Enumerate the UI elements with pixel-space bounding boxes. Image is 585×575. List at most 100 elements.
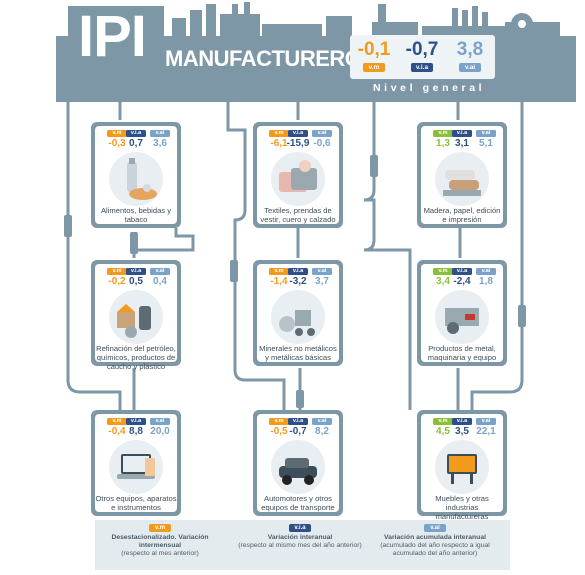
sector-label: Madera, papel, edición e impresión [423, 206, 501, 224]
vm-value: -0,4 [108, 426, 126, 437]
legend-title-via: Variación interanual [267, 534, 333, 541]
legend-item-vai: v.ai Variación acumulada interanual (acu… [370, 524, 500, 558]
general-vm-badge: v.m [363, 63, 385, 72]
sector-label: Productos de metal, maquinaria y equipo [427, 344, 497, 362]
general-vai-value: 3,8 [456, 39, 484, 60]
furniture-icon [435, 440, 489, 494]
vai-value: 3,7 [315, 276, 329, 287]
legend-title-vai: Variación acumulada interanual [384, 534, 486, 541]
vm-value: -0,3 [108, 138, 126, 149]
sector-label: Textiles, prendas de vestir, cuero y cal… [260, 206, 336, 224]
vm-value: 4,5 [436, 426, 450, 437]
vai-value: 5,1 [479, 138, 493, 149]
vai-value: 3,6 [153, 138, 167, 149]
via-value: -0,7 [289, 426, 307, 437]
laptop-icon [109, 440, 163, 494]
sector-label: Muebles y otras industrias manufacturera… [435, 494, 489, 521]
machinery-icon [435, 290, 489, 344]
vm-badge: v.m [433, 130, 453, 137]
car-icon [271, 440, 325, 494]
vai-badge: v.ai [312, 268, 332, 275]
via-value: 3,1 [455, 138, 469, 149]
legend-item-via: v.i.a Variación interanual (respecto al … [235, 524, 365, 550]
legend-title-vm: Desestacionalizado. Variación intermensu… [111, 534, 209, 549]
general-level-label: Nivel general [373, 82, 486, 94]
via-badge: v.i.a [288, 418, 308, 425]
legend-desc-via: (respecto al mismo mes del año anterior) [238, 542, 362, 549]
vai-value: 0,4 [153, 276, 167, 287]
vm-value: -0,5 [270, 426, 288, 437]
legend-badge-vm: v.m [149, 524, 171, 532]
via-badge: v.i.a [126, 418, 146, 425]
textile-icon [271, 152, 325, 206]
vai-badge: v.ai [150, 130, 170, 137]
via-value: -2,4 [453, 276, 471, 287]
legend-item-vm: v.m Desestacionalizado. Variación interm… [95, 524, 225, 558]
legend-desc-vai: (acumulado del año respecto a igual acum… [380, 542, 490, 557]
via-value: -15,9 [286, 138, 310, 149]
vai-badge: v.ai [476, 130, 496, 137]
vm-badge: v.m [433, 268, 453, 275]
general-via-badge: v.i.a [411, 63, 433, 72]
vai-value: 1,8 [479, 276, 493, 287]
via-badge: v.i.a [126, 130, 146, 137]
legend-desc-vm: (respecto al mes anterior) [121, 550, 199, 557]
vai-badge: v.ai [312, 418, 332, 425]
vai-value: 8,2 [315, 426, 329, 437]
via-value: -3,2 [289, 276, 307, 287]
vm-badge: v.m [107, 130, 127, 137]
sector-label: Minerales no metálicos y metálicas básic… [259, 344, 337, 362]
vai-badge: v.ai [150, 268, 170, 275]
vm-badge: v.m [269, 418, 289, 425]
via-badge: v.i.a [288, 268, 308, 275]
vm-value: -0,2 [108, 276, 126, 287]
vai-badge: v.ai [150, 418, 170, 425]
vai-value: -0,6 [313, 138, 331, 149]
via-badge: v.i.a [452, 418, 472, 425]
sector-label: Refinación del petróleo, químicos, produ… [96, 344, 176, 371]
vm-badge: v.m [107, 418, 127, 425]
general-vai-badge: v.ai [459, 63, 481, 72]
paper-icon [435, 152, 489, 206]
via-badge: v.i.a [126, 268, 146, 275]
via-badge: v.i.a [452, 268, 472, 275]
via-value: 8,8 [129, 426, 143, 437]
via-value: 0,5 [129, 276, 143, 287]
vm-value: -6,1 [270, 138, 288, 149]
vai-badge: v.ai [476, 418, 496, 425]
vm-value: 1,3 [436, 138, 450, 149]
vai-value: 20,0 [150, 426, 170, 437]
food-icon [109, 152, 163, 206]
page-title: IPI [78, 4, 147, 69]
vm-badge: v.m [107, 268, 127, 275]
vm-value: -1,4 [270, 276, 288, 287]
general-level-box: -0,1 -0,7 3,8 v.m v.i.a v.ai [350, 35, 495, 79]
vai-badge: v.ai [312, 130, 332, 137]
legend-badge-via: v.i.a [289, 524, 311, 532]
general-vm-value: -0,1 [357, 39, 391, 60]
vm-value: 3,4 [436, 276, 450, 287]
vm-badge: v.m [269, 130, 289, 137]
sector-label: Otros equipos, aparatos e instrumentos [95, 494, 177, 512]
via-badge: v.i.a [288, 130, 308, 137]
vai-value: 22,1 [476, 426, 496, 437]
legend-badge-vai: v.ai [424, 524, 446, 532]
vm-badge: v.m [433, 418, 453, 425]
